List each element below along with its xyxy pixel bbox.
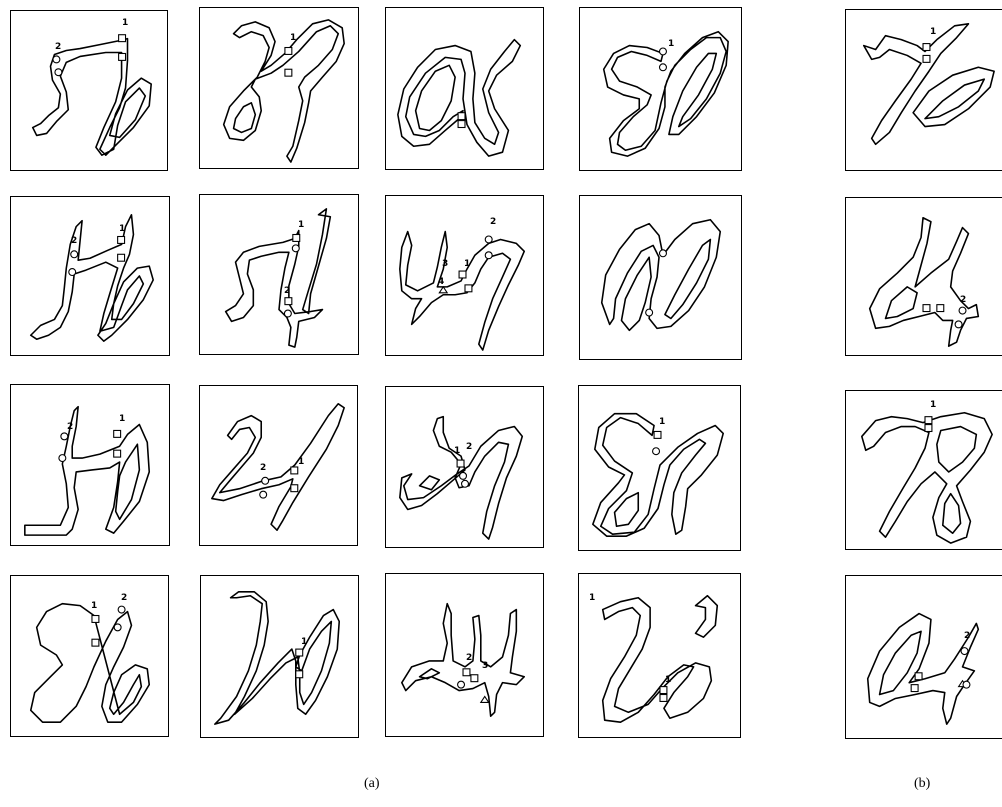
digit-contour	[579, 386, 740, 550]
digit-contour	[386, 196, 543, 355]
segment-label: 1	[298, 221, 304, 230]
segment-label: 1	[930, 28, 936, 37]
segment-label: 2	[71, 237, 77, 246]
segment-label: 1	[454, 447, 460, 456]
digit-contour	[11, 197, 169, 355]
caption-a: (a)	[364, 776, 380, 792]
digit-cell-a-r1c1: 1 2	[10, 10, 168, 171]
digit-contour	[846, 391, 1002, 549]
digit-cell-b-r1: 1	[845, 9, 1002, 171]
digit-cell-a-r4c4: 1 1	[578, 573, 741, 738]
segment-label: 1	[290, 34, 296, 43]
digit-cell-a-r1c3	[385, 7, 544, 170]
digit-cell-a-r3c4: 1	[578, 385, 741, 551]
digit-contour	[846, 576, 1002, 738]
segment-label: 1	[298, 458, 304, 467]
segment-label: 2	[466, 654, 472, 663]
digit-cell-a-r3c2: 2 1	[199, 385, 358, 546]
digit-contour	[580, 8, 741, 170]
digit-cell-a-r2c2: 1 2	[199, 194, 359, 355]
segment-label: 1	[119, 225, 125, 234]
segment-label: 2	[964, 632, 970, 641]
digit-cell-a-r2c1: 1 2	[10, 196, 170, 356]
digit-contour	[386, 574, 543, 736]
digit-cell-a-r4c1: 1 2	[10, 575, 169, 737]
segment-label: 2	[121, 594, 127, 603]
segment-label: 1	[464, 260, 470, 269]
segment-label: 3	[482, 662, 488, 671]
segment-label: 2	[260, 464, 266, 473]
segment-label: 4	[438, 278, 444, 287]
digit-contour	[200, 386, 357, 545]
digit-cell-a-r4c2: 1	[200, 575, 359, 738]
segment-label: 3	[442, 260, 448, 269]
segment-label: 1	[668, 40, 674, 49]
segment-label: 2	[960, 296, 966, 305]
digit-contour	[579, 574, 740, 737]
digit-cell-a-r3c1: 1 2	[10, 384, 170, 546]
digit-cell-b-r3: 1	[845, 390, 1002, 550]
segment-label: 1	[659, 418, 665, 427]
segment-label: 2	[466, 443, 472, 452]
digit-contour	[846, 10, 1002, 170]
segment-label: 2	[55, 43, 61, 52]
digit-cell-a-r2c4	[579, 195, 742, 360]
segment-label: 1	[122, 19, 128, 28]
digit-contour	[200, 195, 358, 354]
digit-cell-a-r1c2: 1	[199, 7, 359, 169]
segment-label: 1	[301, 638, 307, 647]
digit-cell-a-r4c3: 2 3	[385, 573, 544, 737]
digit-contour	[386, 8, 543, 169]
digit-cell-b-r2: 2	[845, 197, 1002, 356]
digit-contour	[201, 576, 358, 737]
digit-contour	[11, 11, 167, 170]
caption-b: (b)	[914, 776, 930, 792]
digit-contour	[580, 196, 741, 359]
segment-label: 1	[589, 594, 595, 603]
digit-cell-a-r1c4: 1	[579, 7, 742, 171]
segment-label: 2	[490, 218, 496, 227]
digit-cell-a-r3c3: 1 2	[385, 386, 544, 548]
digit-cell-a-r2c3: 2 3 1 4	[385, 195, 544, 356]
segment-label: 1	[119, 415, 125, 424]
segment-label: 1	[665, 676, 671, 685]
segment-label: 1	[91, 602, 97, 611]
segment-label: 1	[930, 401, 936, 410]
digit-contour	[11, 576, 168, 736]
digit-cell-b-r4: 2	[845, 575, 1002, 739]
segment-label: 2	[284, 287, 290, 296]
digit-contour	[386, 387, 543, 547]
digit-contour	[846, 198, 1002, 355]
digit-contour	[200, 8, 358, 168]
digit-contour	[11, 385, 169, 545]
segment-label: 2	[67, 423, 73, 432]
